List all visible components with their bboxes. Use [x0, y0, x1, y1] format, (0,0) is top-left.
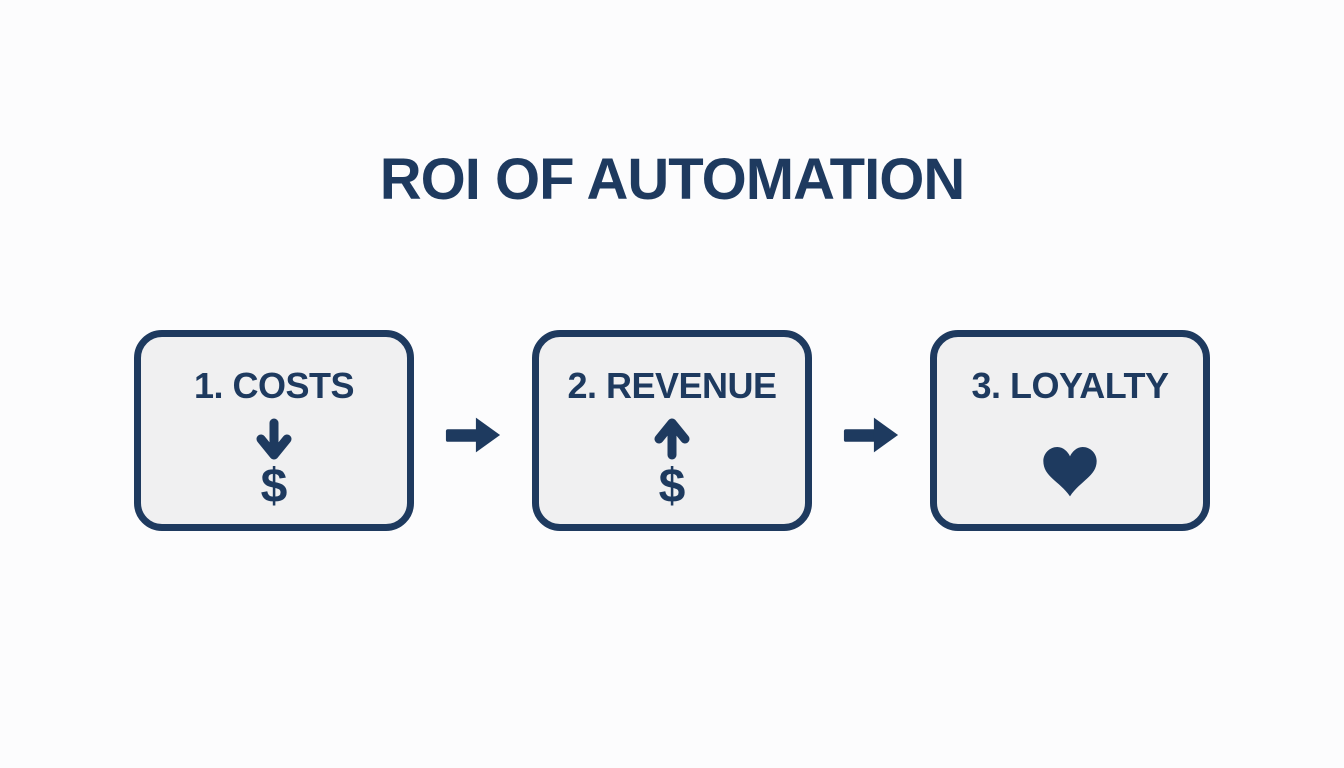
heart-icon — [1043, 446, 1097, 497]
arrow-up-icon — [654, 418, 690, 460]
flow-row: 1. COSTS $ 2. REVENUE — [134, 329, 1210, 531]
dollar-symbol: $ — [658, 459, 686, 513]
step-box-loyalty: 3. LOYALTY — [930, 329, 1210, 531]
arrow-down-icon — [256, 418, 292, 460]
arrow-right-icon — [445, 417, 501, 453]
diagram-title: ROI OF AUTOMATION — [379, 147, 965, 212]
arrow-right-icon — [843, 417, 899, 453]
step-label-costs: 1. COSTS — [193, 364, 355, 406]
step-label-loyalty: 3. LOYALTY — [971, 364, 1169, 406]
step-box-costs: 1. COSTS $ — [134, 329, 414, 531]
step-box-revenue: 2. REVENUE $ — [532, 329, 812, 531]
dollar-symbol: $ — [260, 459, 288, 513]
step-label-revenue: 2. REVENUE — [567, 364, 777, 406]
